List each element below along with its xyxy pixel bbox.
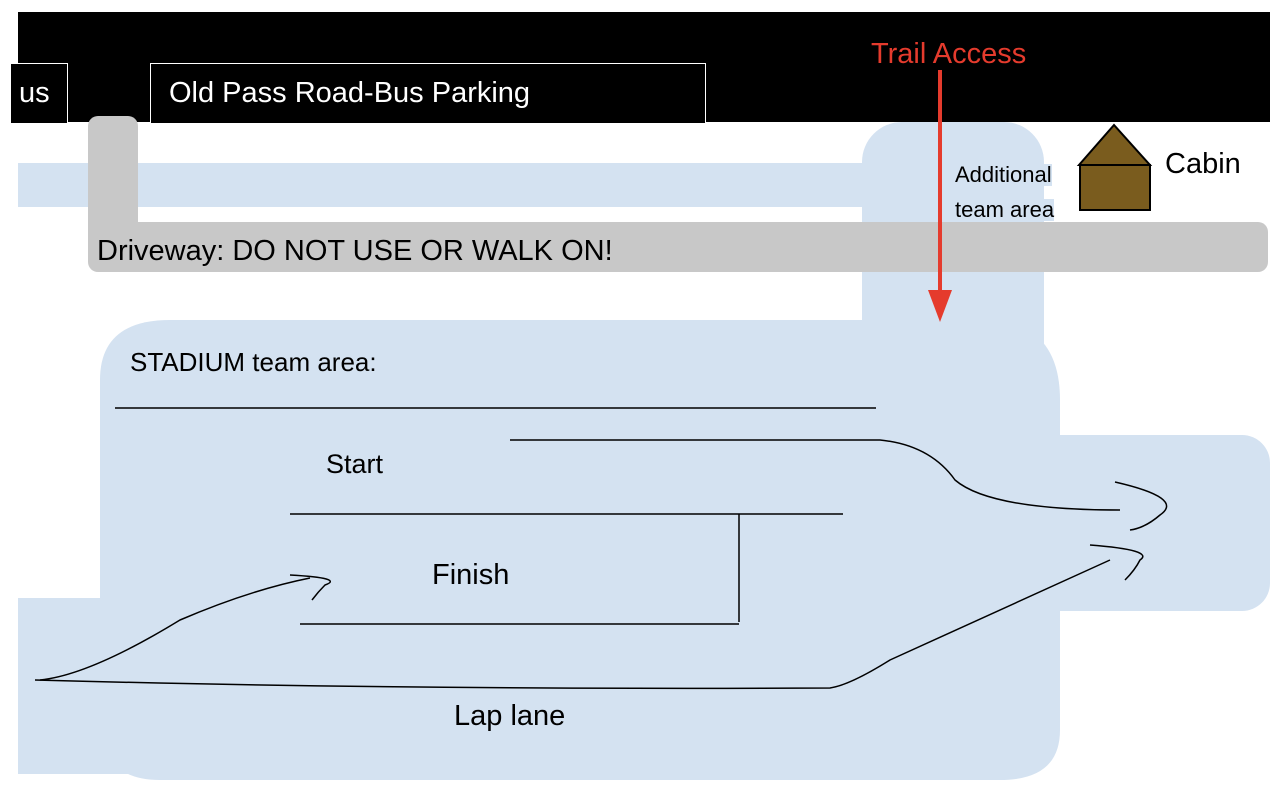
start-lane-arrowhead — [1114, 481, 1168, 531]
finish-label: Finish — [432, 559, 510, 591]
driveway — [88, 222, 1268, 272]
finish-approach-line — [39, 577, 311, 681]
bus-parking-label: us — [19, 77, 50, 109]
road-strip — [18, 163, 888, 207]
cabin-roof — [1076, 123, 1153, 166]
driveway-spur — [88, 116, 138, 246]
west-field-extension — [18, 598, 138, 774]
trail-access-label: Trail Access — [871, 38, 1027, 70]
trail-access-arrow-head — [928, 290, 952, 322]
stadium-team-area — [100, 320, 1060, 780]
bus-parking-box: us — [10, 63, 68, 124]
finish-approach-arrowhead — [289, 574, 332, 601]
additional-team-area-label-line1: Additional — [955, 162, 1052, 187]
start-lane-line — [510, 439, 1121, 511]
cabin-label: Cabin — [1165, 148, 1241, 180]
stadium-team-area-label: STADIUM team area: — [130, 347, 377, 377]
lap-lane-line — [34, 559, 1111, 690]
old-pass-bus-parking-box: Old Pass Road-Bus Parking — [150, 63, 706, 124]
additional-team-area-label-line2: team area — [955, 197, 1055, 222]
driveway-label: Driveway: DO NOT USE OR WALK ON! — [97, 235, 613, 267]
cabin-icon — [1079, 164, 1151, 211]
east-field-extension — [1000, 435, 1270, 611]
lap-lane-arrowhead — [1089, 544, 1144, 581]
lap-lane-label: Lap lane — [454, 700, 566, 732]
start-label: Start — [326, 449, 384, 479]
old-pass-parking-label: Old Pass Road-Bus Parking — [169, 77, 531, 109]
